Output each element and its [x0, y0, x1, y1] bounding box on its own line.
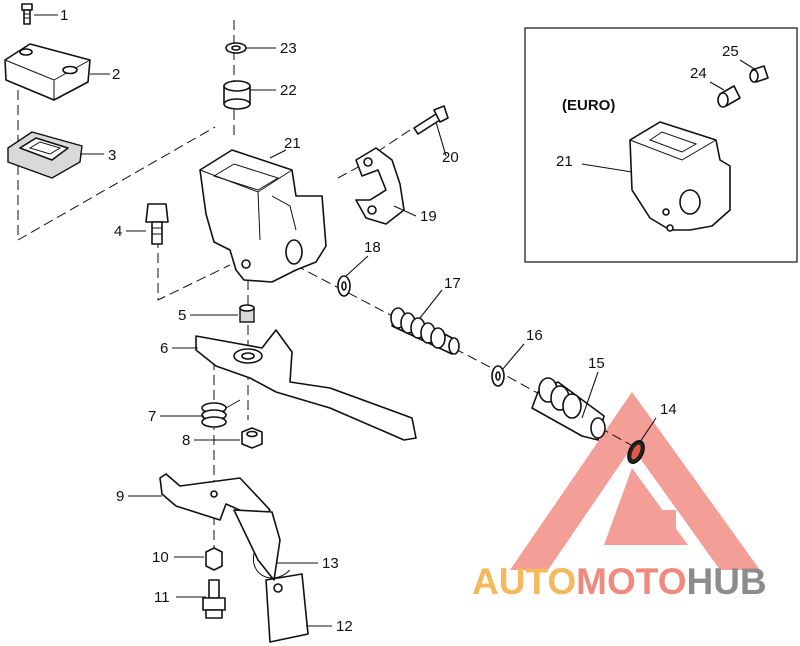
part-18-washer — [337, 275, 351, 297]
callout-20: 20 — [442, 149, 459, 166]
callout-1: 1 — [60, 7, 68, 24]
callout-9: 9 — [116, 488, 124, 505]
inset-label-euro: (EURO) — [562, 97, 615, 114]
part-7-spring — [201, 399, 241, 428]
watermark-moto: MOTO — [576, 561, 686, 602]
callout-17: 17 — [444, 275, 461, 292]
part-14-oring — [627, 439, 645, 465]
callout-12: 12 — [336, 618, 353, 635]
part-2-cover — [4, 43, 91, 101]
leader-lines — [34, 14, 757, 627]
part-4-bolt — [145, 203, 169, 245]
part-16-washer — [491, 365, 505, 387]
callout-3: 3 — [108, 147, 116, 164]
part-15-piston — [531, 377, 606, 441]
part-19-clamp — [355, 147, 405, 225]
callout-16: 16 — [526, 327, 543, 344]
watermark-text: AUTOMOTOHUB — [472, 561, 767, 602]
callout-7: 7 — [148, 408, 156, 425]
part-12-tag — [265, 573, 309, 643]
part-5-bushing — [239, 304, 255, 323]
part-10-nut — [205, 547, 223, 571]
callout-6: 6 — [160, 340, 168, 357]
watermark-auto: AUTO — [472, 561, 576, 602]
part-23-washer — [225, 42, 247, 54]
part-3-diaphragm — [7, 131, 83, 179]
watermark-logo — [510, 392, 760, 570]
inset-frame — [524, 27, 798, 263]
callout-22: 22 — [280, 82, 297, 99]
callout-15: 15 — [588, 355, 605, 372]
part-11-screw — [202, 579, 226, 619]
watermark-g-mark — [604, 468, 688, 545]
part-6-lever — [195, 329, 417, 441]
callout-2: 2 — [112, 66, 120, 83]
watermark-hub: HUB — [686, 561, 766, 602]
inset-callout-21: 21 — [556, 153, 573, 170]
callout-11: 11 — [154, 589, 170, 606]
callout-23: 23 — [280, 40, 297, 57]
part-21-master-cylinder — [199, 149, 327, 283]
part-20-bolt — [413, 105, 449, 135]
callout-25: 25 — [722, 43, 739, 60]
callout-21: 21 — [284, 135, 301, 152]
callout-10: 10 — [152, 549, 169, 566]
watermark-triangle — [510, 392, 760, 570]
part-22-cap — [223, 80, 251, 110]
callout-5: 5 — [178, 307, 186, 324]
callout-19: 19 — [420, 208, 437, 225]
callout-13: 13 — [322, 555, 339, 572]
inset-part-24-adapter — [717, 85, 741, 108]
part-8-nut — [241, 427, 263, 449]
part-1-screw — [21, 3, 33, 25]
assembly-lines — [17, 20, 641, 560]
part-13-tie — [233, 509, 291, 581]
callout-4: 4 — [114, 223, 122, 240]
callout-8: 8 — [182, 432, 190, 449]
inset-part-21-body — [629, 121, 731, 232]
part-17-spring — [390, 307, 460, 355]
callout-18: 18 — [364, 239, 381, 256]
callout-24: 24 — [690, 65, 707, 82]
callout-14: 14 — [660, 401, 677, 418]
